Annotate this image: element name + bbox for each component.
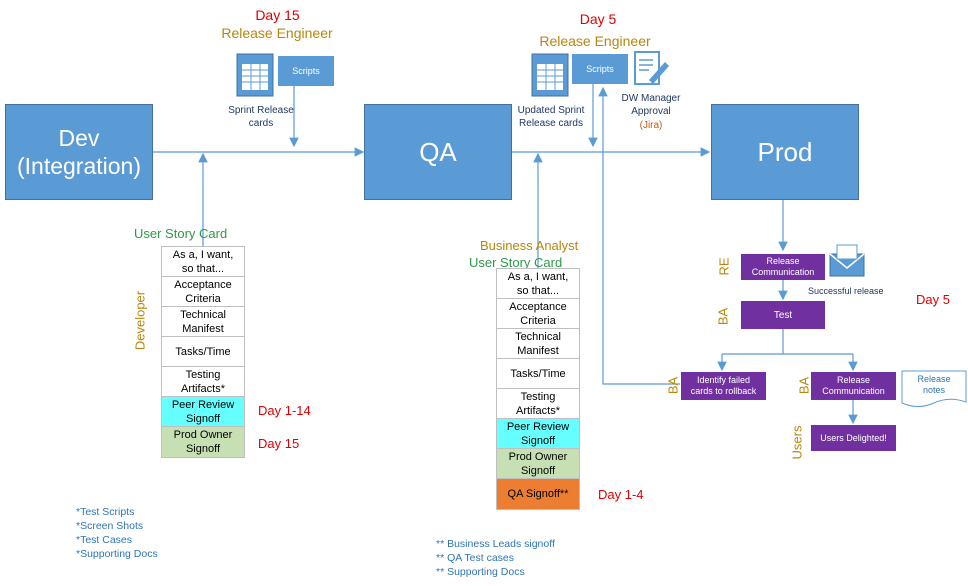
envelope-icon — [829, 244, 865, 277]
ba-label-test: BA — [715, 307, 731, 326]
footnotes-left: *Test Scripts *Screen Shots *Test Cases … — [76, 506, 158, 560]
card-row-qa-signoff: QA Signoff** — [497, 479, 579, 509]
day-15-top: Day 15 — [255, 7, 300, 23]
day-1-14: Day 1-14 — [258, 403, 311, 418]
card-row: Acceptance Criteria — [497, 299, 579, 329]
day-15-owner: Day 15 — [258, 436, 300, 451]
card-row: Technical Manifest — [497, 329, 579, 359]
env-qa: QA — [364, 104, 512, 200]
qa-card-title: User Story Card — [469, 255, 563, 270]
users-delighted-box: Users Delighted! — [811, 425, 896, 451]
day-5-top: Day 5 — [579, 11, 617, 27]
successful-release: Successful release — [808, 286, 884, 296]
business-analyst-label: Business Analyst — [480, 238, 579, 253]
ba-label-left: BA — [665, 376, 681, 395]
ba-label-right: BA — [796, 376, 812, 395]
spreadsheet-icon — [236, 53, 274, 97]
test-box: Test — [741, 301, 825, 329]
release-notes-document-icon — [901, 370, 967, 407]
sprint-release-cards: Sprint Release cards — [228, 105, 294, 129]
identify-failed-cards-box: Identify failed cards to rollback — [681, 372, 766, 400]
release-engineer-left: Release Engineer — [221, 25, 333, 41]
users-label: Users — [789, 425, 805, 460]
card-row: Tasks/Time — [162, 337, 244, 367]
card-row: Tasks/Time — [497, 359, 579, 389]
dev-card-title: User Story Card — [134, 226, 228, 241]
jira-label: (Jira) — [639, 120, 663, 131]
card-row: Testing Artifacts* — [497, 389, 579, 419]
card-row-prod-owner: Prod Owner Signoff — [497, 449, 579, 479]
scripts-icon-2: Scripts — [572, 54, 628, 84]
release-communication-box-2: Release Communication — [811, 372, 896, 400]
card-row-peer-review: Peer Review Signoff — [497, 419, 579, 449]
footnotes-mid: ** Business Leads signoff ** QA Test cas… — [436, 538, 555, 578]
approval-document-icon — [634, 51, 669, 85]
day-5-prod: Day 5 — [916, 292, 950, 307]
release-notes: Release notes — [917, 374, 951, 395]
dev-user-story-card: As a, I want, so that... Acceptance Crit… — [161, 246, 245, 458]
scripts-icon: Scripts — [278, 56, 334, 86]
spreadsheet-icon-2 — [531, 53, 569, 97]
env-prod: Prod — [711, 104, 859, 200]
dw-manager-approval: DW Manager Approval — [621, 93, 681, 117]
card-row-peer-review: Peer Review Signoff — [162, 397, 244, 427]
env-dev: Dev (Integration) — [5, 104, 153, 200]
card-row: Acceptance Criteria — [162, 277, 244, 307]
card-row: Technical Manifest — [162, 307, 244, 337]
card-row: As a, I want, so that... — [497, 269, 579, 299]
re-label: RE — [716, 257, 732, 276]
release-communication-box: Release Communication — [741, 254, 825, 280]
card-row: As a, I want, so that... — [162, 247, 244, 277]
day-1-4: Day 1-4 — [598, 487, 644, 502]
card-row: Testing Artifacts* — [162, 367, 244, 397]
release-engineer-mid: Release Engineer — [539, 33, 651, 49]
updated-sprint-release-cards: Updated Sprint Release cards — [517, 105, 585, 129]
arrow-rollback — [598, 86, 680, 385]
developer-label: Developer — [132, 290, 148, 351]
card-row-prod-owner: Prod Owner Signoff — [162, 427, 244, 457]
qa-user-story-card: As a, I want, so that... Acceptance Crit… — [496, 268, 580, 510]
